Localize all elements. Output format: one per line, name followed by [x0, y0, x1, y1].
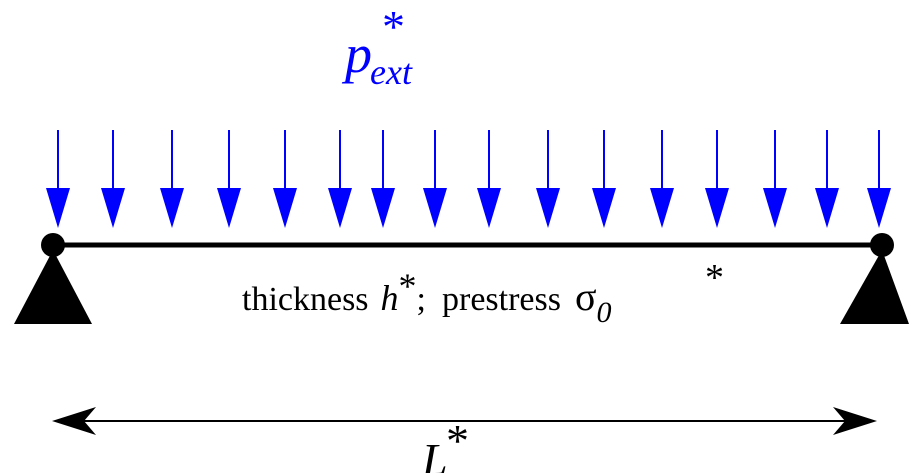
thickness-symbol: h [381, 278, 399, 318]
load-arrow-head [705, 188, 729, 228]
load-arrow-head [650, 188, 674, 228]
load-arrow-head [815, 188, 839, 228]
load-arrow-head [160, 188, 184, 228]
prestress-symbol: σ [575, 274, 597, 319]
load-symbol: p [341, 24, 372, 84]
load-arrow-head [371, 188, 395, 228]
distributed-load-arrows [46, 130, 891, 228]
load-arrow-head [46, 188, 70, 228]
left-support-triangle [14, 250, 92, 324]
load-arrow-head [217, 188, 241, 228]
load-arrow-head [536, 188, 560, 228]
load-arrow-head [867, 188, 891, 228]
prestress-subscript: 0 [597, 296, 612, 329]
thickness-star: * [399, 266, 417, 306]
thickness-word: thickness [242, 281, 369, 318]
length-superscript: * [446, 415, 469, 466]
load-superscript: * [382, 1, 405, 52]
load-arrow-head [273, 188, 297, 228]
load-arrow-head [592, 188, 616, 228]
load-arrow-head [423, 188, 447, 228]
length-label: L* [421, 415, 469, 473]
length-symbol: L [421, 434, 448, 473]
load-arrow-head [328, 188, 352, 228]
prestress-star: * [705, 257, 724, 299]
load-arrow-head [763, 188, 787, 228]
load-subscript: ext [370, 52, 413, 92]
span-arrowhead-right [833, 407, 877, 435]
load-arrow-head [477, 188, 501, 228]
load-label: pext* [341, 1, 413, 92]
right-support-triangle [840, 250, 909, 324]
load-arrow-head [101, 188, 125, 228]
right-hinge-dot [870, 233, 894, 257]
span-arrowhead-left [52, 407, 96, 435]
left-hinge-dot [41, 233, 65, 257]
label-separator: ; [417, 281, 426, 318]
prestress-word: prestress [442, 281, 561, 318]
